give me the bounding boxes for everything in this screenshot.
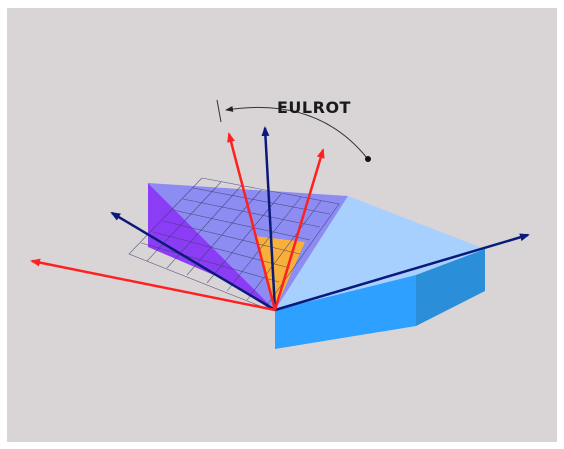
angle-tick (216, 99, 222, 123)
red-axis-arrow-up-left (227, 132, 277, 311)
wedge-top-face (148, 183, 348, 310)
euler-rotation-diagram (30, 99, 530, 349)
diagram-canvas: EULROT (7, 8, 557, 442)
red-axis-arrow-up-right (273, 148, 325, 311)
angle-label: EULROT (277, 98, 351, 117)
red-axis-arrow-left (30, 258, 276, 312)
angle-pivot-dot (365, 156, 371, 162)
slab-front-face (275, 275, 416, 349)
angle-arc (225, 105, 368, 159)
blue-axis-arrow-right (274, 233, 530, 312)
slab-top-face (275, 196, 485, 310)
blue-axis-arrow-up (261, 126, 277, 311)
slab-right-face (416, 249, 485, 326)
blue-axis-arrow-left (110, 211, 276, 312)
